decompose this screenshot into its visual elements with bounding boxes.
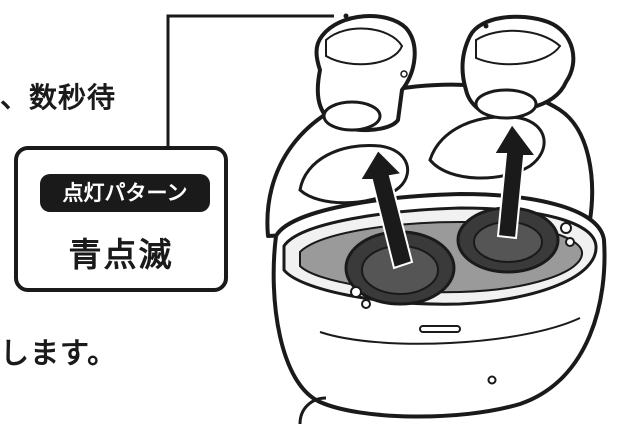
arrow-up-icon xyxy=(492,122,538,240)
cropped-circle-mark xyxy=(298,396,327,424)
led-pattern-status: 青点滅 xyxy=(68,235,174,274)
earbud-right-icon xyxy=(460,14,576,120)
led-indicator-icon xyxy=(487,375,497,385)
earbud-left-icon xyxy=(314,13,417,133)
charging-case-icon xyxy=(265,82,607,419)
led-pattern-callout: 点灯パターン 青点滅 xyxy=(14,146,228,292)
led-pattern-badge: 点灯パターン xyxy=(40,174,210,212)
instruction-text-top: 、数秒待 xyxy=(0,81,117,114)
callout-leader-line xyxy=(166,14,334,146)
instruction-text-bottom: します。 xyxy=(0,336,118,370)
arrow-up-icon xyxy=(358,148,414,270)
